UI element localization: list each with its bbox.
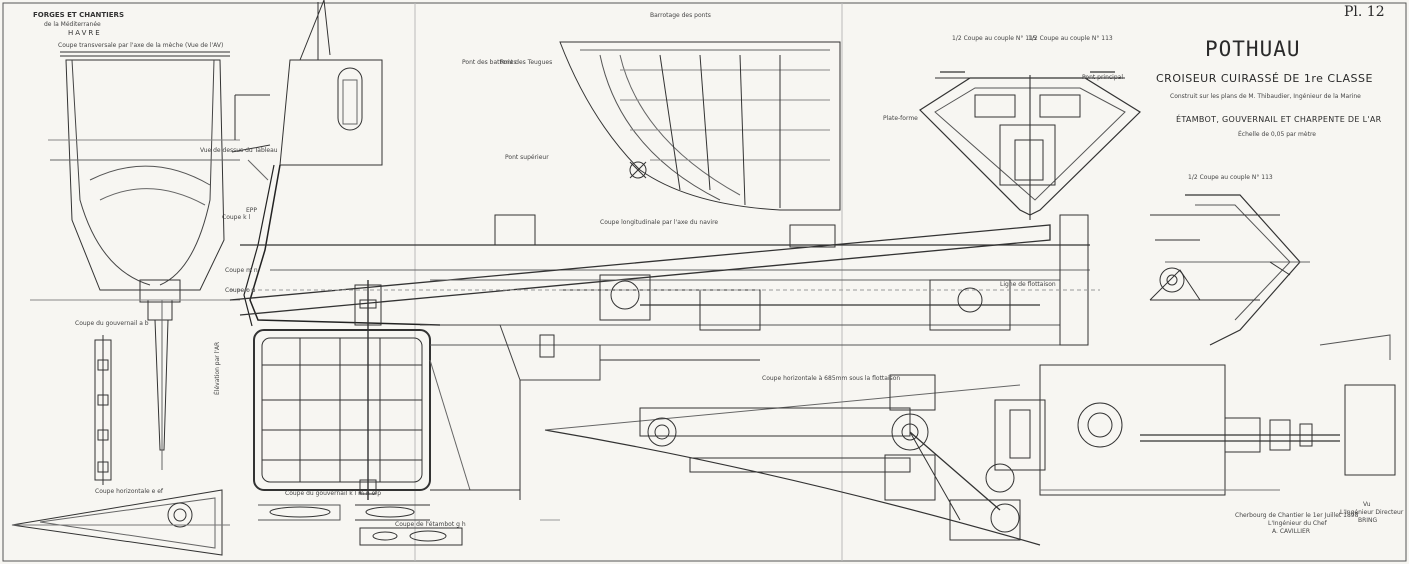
steering-gear (995, 335, 1395, 495)
note-pont-principal: Pont principal (1082, 74, 1124, 81)
deck-beam-plan (560, 42, 840, 210)
label-couple-113: 1/2 Coupe au couple N° 113 (1188, 174, 1273, 181)
horizontal-section (545, 375, 1040, 545)
label-coupe-horizontale: Coupe horizontale à 685mm sous la flotta… (762, 375, 901, 382)
label-gouvernail-klmnop: Coupe du gouvernail k l m n o p (285, 490, 381, 497)
builder-line3: HAVRE (68, 29, 102, 37)
builder-line1: FORGES ET CHANTIERS (33, 11, 124, 19)
note-epp: EPP (246, 207, 258, 214)
sheet-border (3, 3, 1406, 561)
longitudinal-section (230, 215, 1090, 500)
note-vue-dessus: Vue de dessus du Tableau (200, 147, 278, 154)
plate-number: Pl. 12 (1344, 4, 1385, 20)
sheet-subject: ÉTAMBOT, GOUVERNAIL ET CHARPENTE DE L'AR (1176, 115, 1382, 124)
note-flottaison: Ligne de flottaison (1000, 281, 1056, 288)
gudgeon-detail (95, 335, 111, 485)
label-couple-115: 1/2 Coupe au couple N° 115 (952, 35, 1037, 42)
signature-right-3: BRING (1358, 517, 1378, 524)
signature-right-2: L'Ingénieur Directeur (1340, 509, 1404, 516)
ship-type: CROISEUR CUIRASSÉ DE 1re CLASSE (1156, 72, 1373, 85)
sternpost-view (232, 0, 440, 500)
transverse-section-view (30, 52, 240, 470)
note-coupe-m: Coupe m n (225, 267, 258, 274)
note-pont-batteries: Pont des batteries (462, 59, 517, 66)
note-pont-teugues: Pont des Teugues (500, 59, 553, 66)
signature-left-2: L'Ingénieur du Chef (1268, 520, 1327, 527)
rudder-section-strip (258, 505, 462, 545)
label-couple-113-top: 1/2 Coupe au couple N° 113 (1028, 35, 1113, 42)
label-horizontale-ef: Coupe horizontale e ef (95, 488, 163, 495)
signature-left-3: A. CAVILLIER (1272, 528, 1311, 535)
signature-right-1: Vu (1363, 501, 1371, 508)
builder-line2: de la Méditerranée (44, 21, 101, 28)
reference-lines (230, 290, 1100, 520)
ship-name: POTHUAU (1205, 37, 1301, 61)
label-barrotage: Barrotage des ponts (650, 12, 711, 19)
note-coupe-k: Coupe k l (222, 214, 251, 221)
label-coupe-transversale: Coupe transversale par l'axe de la mèche… (58, 42, 224, 49)
note-plate-forme: Plate-forme (883, 115, 918, 122)
design-credit: Construit sur les plans de M. Thibaudier… (1170, 93, 1361, 100)
label-gouvernail-ab: Coupe du gouvernail a b (75, 320, 149, 327)
label-coupe-longitudinale: Coupe longitudinale par l'axe du navire (600, 219, 719, 226)
horizontal-section-ef (12, 490, 230, 555)
scale-note: Échelle de 0,05 par mètre (1238, 131, 1316, 138)
note-pont-superieur: Pont supérieur (505, 154, 549, 161)
note-elevation: Élévation par l'AR (214, 341, 221, 395)
signature-left-1: Cherbourg de Chantier le 1er Juillet 189… (1235, 512, 1359, 519)
frame-115-section (920, 72, 1140, 220)
note-coupe-o: Coupe o p (225, 287, 256, 294)
frame-113-section (1150, 195, 1310, 345)
label-etambot-gh: Coupe de l'étambot g h (395, 521, 466, 528)
